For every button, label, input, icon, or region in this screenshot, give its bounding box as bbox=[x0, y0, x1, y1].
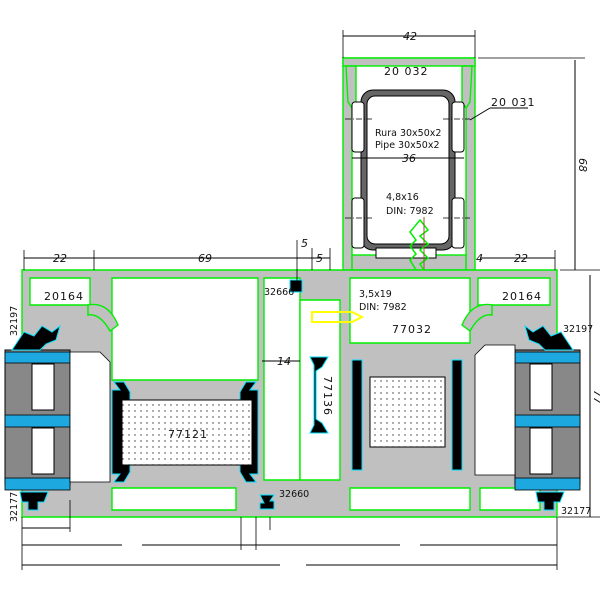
glazing-right bbox=[474, 344, 581, 491]
label-32660: 32660 bbox=[279, 489, 309, 500]
thermal-break-right bbox=[351, 359, 463, 471]
label-20031: 20 031 bbox=[491, 96, 536, 109]
screw-side bbox=[311, 311, 365, 323]
dim-top-5b: 5 bbox=[316, 252, 323, 265]
dim-gap-4: 4 bbox=[476, 252, 483, 265]
label-77032: 77032 bbox=[392, 323, 432, 336]
label-20164-left: 20164 bbox=[44, 290, 84, 303]
dim-top-5a: 5 bbox=[301, 237, 308, 250]
label-pipe-pl: Rura 30x50x2 bbox=[375, 128, 441, 139]
dim-pipe-width: 36 bbox=[402, 152, 416, 165]
dim-top-left-22: 22 bbox=[53, 252, 67, 265]
dim-top-69: 69 bbox=[198, 252, 212, 265]
label-screw-frame-din: DIN: 7982 bbox=[359, 302, 407, 313]
label-32197-right: 32197 bbox=[563, 324, 593, 335]
sash-77121 bbox=[111, 381, 259, 483]
label-32177-left: 32177 bbox=[9, 492, 20, 522]
dim-gap-14: 14 bbox=[277, 355, 291, 368]
seals bbox=[11, 279, 574, 511]
dim-post-height: 68 bbox=[576, 158, 589, 172]
label-77121: 77121 bbox=[168, 428, 208, 441]
dim-frame-height: 77 bbox=[591, 390, 600, 404]
label-screw-frame-size: 3,5x19 bbox=[359, 289, 392, 300]
pipe-30x50x2 bbox=[345, 89, 470, 259]
glazing-left bbox=[4, 349, 111, 491]
mullion-77136 bbox=[309, 356, 329, 434]
dimension-lines bbox=[21, 30, 600, 570]
label-77136: 77136 bbox=[321, 376, 334, 416]
label-20164-right: 20164 bbox=[502, 290, 542, 303]
label-20032: 20 032 bbox=[384, 65, 429, 78]
label-pipe-en: Pipe 30x50x2 bbox=[375, 140, 440, 151]
label-screw-top-din: DIN: 7982 bbox=[386, 206, 434, 217]
dim-top-right-22: 22 bbox=[514, 252, 528, 265]
label-32197-left: 32197 bbox=[9, 306, 20, 336]
label-32177-right: 32177 bbox=[561, 506, 591, 517]
label-32666: 32666 bbox=[264, 287, 294, 298]
dim-post-width: 42 bbox=[403, 30, 417, 43]
label-screw-top-size: 4,8x16 bbox=[386, 192, 419, 203]
